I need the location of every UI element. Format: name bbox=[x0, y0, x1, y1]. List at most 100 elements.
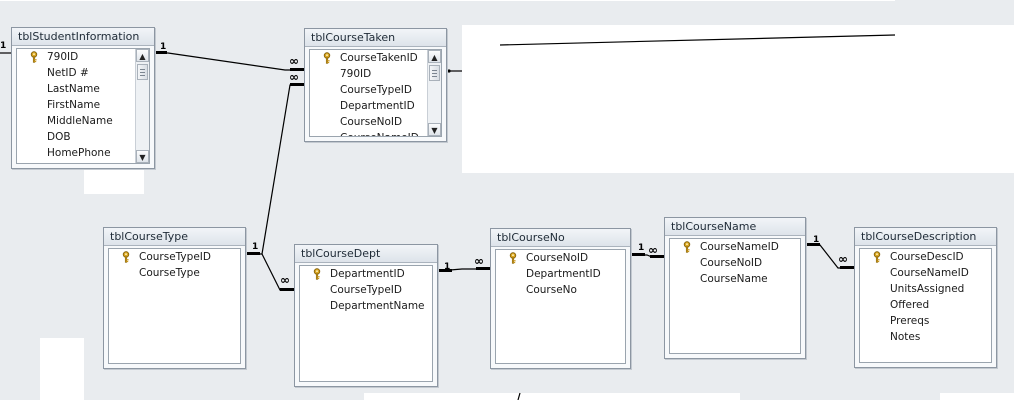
table-title[interactable]: tblCourseDescription bbox=[855, 228, 996, 246]
field-row[interactable]: UnitsAssigned bbox=[860, 281, 991, 297]
field-name: 790ID bbox=[340, 68, 372, 80]
field-row[interactable]: FirstName bbox=[17, 97, 149, 113]
field-name: CourseNoID bbox=[700, 257, 763, 269]
primary-key-icon bbox=[121, 251, 131, 263]
table-title[interactable]: tblStudentInformation bbox=[12, 28, 154, 46]
field-name: FirstName bbox=[47, 99, 101, 111]
rel-label-one: 1 bbox=[252, 242, 259, 252]
field-row[interactable]: DepartmentName bbox=[300, 298, 432, 314]
field-name: CourseTypeID bbox=[340, 84, 412, 96]
rel-label-many: ∞ bbox=[280, 273, 290, 287]
primary-key-icon bbox=[508, 252, 518, 264]
field-row[interactable]: DOB bbox=[17, 129, 149, 145]
field-row[interactable]: Notes bbox=[860, 329, 991, 345]
field-name: CourseTypeID bbox=[139, 251, 211, 263]
blank-patch bbox=[364, 393, 740, 400]
field-row[interactable]: CourseTypeID bbox=[109, 249, 240, 265]
field-list[interactable]: CourseTakenID 790ID CourseTypeID Department… bbox=[309, 49, 442, 137]
field-name: CourseNoID bbox=[526, 252, 589, 264]
field-name: NetID # bbox=[47, 67, 89, 79]
field-name: Prereqs bbox=[890, 315, 930, 327]
scrollbar[interactable]: ▲▼ bbox=[427, 50, 441, 136]
scroll-up-button[interactable]: ▲ bbox=[136, 49, 149, 62]
primary-key-icon bbox=[682, 241, 692, 253]
field-row[interactable]: MiddleName bbox=[17, 113, 149, 129]
field-name: CourseNameID bbox=[340, 132, 419, 136]
field-row[interactable]: Prereqs bbox=[860, 313, 991, 329]
blank-patch bbox=[40, 338, 84, 400]
rel-label-many: ∞ bbox=[474, 254, 484, 268]
field-name: DepartmentName bbox=[330, 300, 425, 312]
relationship-line bbox=[499, 34, 896, 46]
field-row[interactable]: CourseTypeID bbox=[300, 282, 432, 298]
scrollbar[interactable]: ▲▼ bbox=[135, 49, 149, 163]
scroll-thumb[interactable] bbox=[137, 64, 148, 80]
one-end-marker bbox=[631, 253, 645, 256]
field-name: DepartmentID bbox=[340, 100, 415, 112]
table-title[interactable]: tblCourseNo bbox=[491, 229, 630, 247]
field-name: CourseNameID bbox=[890, 267, 969, 279]
field-list[interactable]: CourseNoID DepartmentID CourseNo bbox=[495, 249, 626, 364]
table-title[interactable]: tblCourseType bbox=[104, 228, 245, 246]
field-row[interactable]: CourseNameID bbox=[860, 265, 991, 281]
one-end-marker bbox=[155, 51, 167, 54]
field-row[interactable]: LastName bbox=[17, 81, 149, 97]
field-row[interactable]: DepartmentID bbox=[496, 266, 625, 282]
scroll-down-button[interactable]: ▼ bbox=[136, 150, 149, 163]
field-row[interactable]: CourseTypeID bbox=[310, 82, 441, 98]
field-list[interactable]: CourseNameID CourseNoID CourseName bbox=[669, 238, 801, 354]
field-row[interactable]: NetID # bbox=[17, 65, 149, 81]
field-list[interactable]: DepartmentID CourseTypeID DepartmentName bbox=[299, 265, 433, 382]
table-title[interactable]: tblCourseName bbox=[665, 218, 805, 236]
blank-patch bbox=[940, 393, 1014, 400]
field-name: CourseDescID bbox=[890, 251, 964, 263]
blank-patch bbox=[84, 170, 144, 194]
field-row[interactable]: CourseDescID bbox=[860, 249, 991, 265]
field-name: MobilePhone bbox=[47, 163, 114, 164]
field-row[interactable]: 790ID bbox=[17, 49, 149, 65]
field-row[interactable]: CourseNoID bbox=[496, 250, 625, 266]
field-row[interactable]: MobilePhone bbox=[17, 161, 149, 164]
field-name: Offered bbox=[890, 299, 930, 311]
field-row[interactable]: CourseName bbox=[670, 271, 800, 287]
field-row[interactable]: CourseNameID bbox=[310, 130, 441, 136]
table-tblStudentInformation[interactable]: tblStudentInformation 790ID NetID # LastNam… bbox=[11, 27, 155, 169]
relationship-line bbox=[246, 84, 304, 255]
field-row[interactable]: 790ID bbox=[310, 66, 441, 82]
field-name: DepartmentID bbox=[330, 268, 405, 280]
rel-label-many: ∞ bbox=[289, 70, 299, 84]
field-name: LastName bbox=[47, 83, 100, 95]
field-row[interactable]: CourseNoID bbox=[670, 255, 800, 271]
field-row[interactable]: CourseNo bbox=[496, 282, 625, 298]
scroll-down-button[interactable]: ▼ bbox=[428, 123, 441, 136]
field-row[interactable]: DepartmentID bbox=[310, 98, 441, 114]
field-list[interactable]: CourseTypeID CourseType bbox=[108, 248, 241, 364]
field-row[interactable]: CourseType bbox=[109, 265, 240, 281]
field-row[interactable]: HomePhone bbox=[17, 145, 149, 161]
field-row[interactable]: CourseTakenID bbox=[310, 50, 441, 66]
table-title[interactable]: tblCourseTaken bbox=[305, 29, 446, 47]
field-row[interactable]: CourseNameID bbox=[670, 239, 800, 255]
table-title[interactable]: tblCourseDept bbox=[295, 245, 437, 263]
rel-label-one: 1 bbox=[638, 243, 645, 253]
field-name: CourseNoID bbox=[340, 116, 403, 128]
scroll-thumb[interactable] bbox=[429, 65, 440, 81]
field-name: CourseNo bbox=[526, 284, 577, 296]
field-name: MiddleName bbox=[47, 115, 113, 127]
relationship-line bbox=[517, 392, 521, 400]
field-row[interactable]: Offered bbox=[860, 297, 991, 313]
field-name: CourseNameID bbox=[700, 241, 779, 253]
one-end-marker bbox=[438, 269, 452, 272]
field-row[interactable]: CourseNoID bbox=[310, 114, 441, 130]
scroll-up-button[interactable]: ▲ bbox=[428, 50, 441, 63]
field-row[interactable]: DepartmentID bbox=[300, 266, 432, 282]
primary-key-icon bbox=[312, 268, 322, 280]
